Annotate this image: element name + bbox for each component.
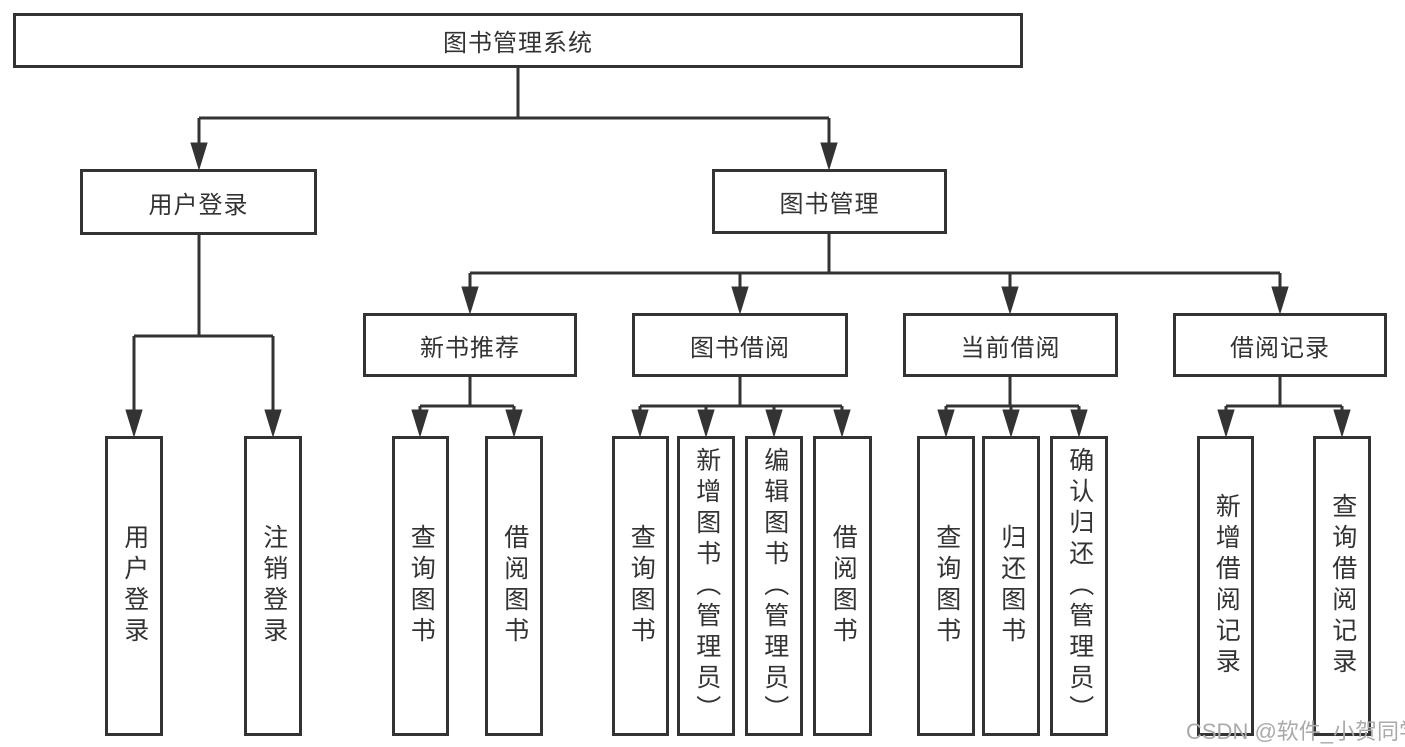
arrowhead	[697, 409, 715, 438]
node-book-management: 图书管理	[712, 169, 947, 234]
node-borrowing-records: 借阅记录	[1173, 313, 1387, 377]
arrowhead	[461, 286, 479, 315]
connector-currentborrow-to-leaves	[937, 377, 1088, 438]
connector-newbookrec-to-leaves	[411, 377, 523, 438]
leaf-query-books-current: 查询图书	[917, 436, 975, 736]
leaf-borrow-books: 借阅图书	[813, 436, 872, 736]
arrowhead	[1217, 409, 1235, 438]
node-current-borrowing: 当前借阅	[903, 313, 1118, 377]
arrowhead	[1070, 409, 1088, 438]
arrowhead	[631, 409, 649, 438]
node-new-book-recommendation: 新书推荐	[363, 313, 577, 377]
leaf-user-login: 用户登录	[105, 436, 163, 736]
connector-userlogin-to-leaves	[125, 235, 282, 438]
leaf-return-books: 归还图书	[982, 436, 1040, 736]
arrowhead	[731, 286, 749, 315]
node-user-login: 用户登录	[80, 169, 317, 235]
arrowhead	[411, 409, 429, 438]
leaf-add-book-admin: 新增图书（管理员）	[677, 436, 735, 736]
connector-bookborrow-to-leaves	[631, 377, 851, 438]
csdn-watermark: CSDN @软件_小贺同学	[1186, 719, 1405, 744]
connector-borrowrecords-to-leaves	[1217, 377, 1351, 438]
leaf-add-borrow-record: 新增借阅记录	[1197, 436, 1254, 736]
leaf-logout: 注销登录	[244, 436, 302, 736]
leaf-query-books-borrow: 查询图书	[612, 436, 669, 736]
connector-root-to-level2	[190, 68, 838, 171]
arrowhead	[1333, 409, 1351, 438]
arrowhead	[264, 409, 282, 438]
node-book-borrowing: 图书借阅	[632, 313, 848, 377]
leaf-edit-book-admin: 编辑图书（管理员）	[745, 436, 803, 736]
arrowhead	[765, 409, 783, 438]
arrowhead	[190, 142, 208, 171]
arrowhead	[1001, 286, 1019, 315]
arrowhead	[820, 142, 838, 171]
leaf-borrow-books-rec: 借阅图书	[485, 436, 543, 736]
arrowhead	[1271, 286, 1289, 315]
leaf-query-borrow-record: 查询借阅记录	[1313, 436, 1371, 736]
arrowhead	[505, 409, 523, 438]
arrowhead	[833, 409, 851, 438]
arrowhead	[1002, 409, 1020, 438]
node-library-management-system: 图书管理系统	[13, 13, 1023, 68]
leaf-confirm-return-admin: 确认归还（管理员）	[1050, 436, 1108, 736]
arrowhead	[937, 409, 955, 438]
arrowhead	[125, 409, 143, 438]
leaf-query-books-rec: 查询图书	[392, 436, 449, 736]
connector-bookmgmt-to-level3	[461, 234, 1289, 315]
